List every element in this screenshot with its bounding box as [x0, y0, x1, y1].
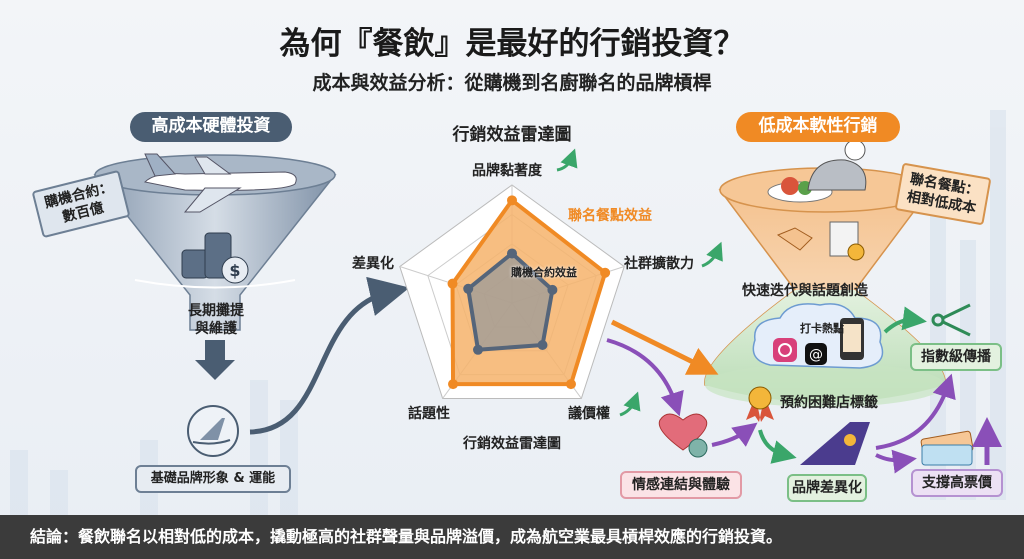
radar-series-1	[466, 250, 555, 352]
svg-text:@: @	[809, 347, 823, 363]
radar-point	[565, 379, 576, 390]
airplane-icon	[143, 153, 297, 213]
threads-icon	[805, 343, 827, 365]
radar-point	[547, 284, 558, 295]
iterate-text: 快速迭代與話題創造	[742, 283, 868, 299]
radar-point	[463, 283, 474, 294]
trend-up-icon	[556, 148, 578, 172]
base-brand-label: 基礎品牌形象 & 運能	[135, 465, 291, 493]
legend-collab-dish: 聯名餐點效益	[568, 208, 652, 224]
radar-bottom-title: 行銷效益雷達圖	[463, 436, 561, 452]
axis-label-brand-stickiness: 品牌黏著度	[472, 163, 542, 179]
heart-person-icon	[658, 413, 708, 458]
radar-point	[600, 267, 611, 278]
flow-arrow	[249, 276, 410, 435]
radar-point	[447, 278, 458, 289]
social-cloud: @	[752, 303, 884, 369]
airline-tail-icon	[187, 405, 239, 457]
radar-point	[448, 379, 459, 390]
reservation-text: 預約困難店標籤	[780, 395, 878, 411]
funnel-line: 與維護	[195, 321, 237, 337]
radar-point	[507, 248, 517, 259]
low-cost-pill: 低成本軟性行銷	[736, 112, 900, 142]
trend-up-icon	[619, 391, 641, 417]
coins-icon: $	[181, 232, 249, 284]
funnel-line: 長期攤提	[188, 303, 244, 319]
radar-chart	[399, 184, 625, 399]
airline-tail-food-icon	[800, 422, 870, 465]
radar-point	[537, 340, 548, 351]
conclusion-banner: 結論：餐飲聯名以相對低的成本，撬動極高的社群聲量與品牌溢價，成為航空業最具槓桿效…	[0, 515, 1024, 559]
legend-aircraft-contract: 購機合約效益	[511, 266, 577, 279]
ticket-icon	[920, 430, 974, 466]
down-arrow-icon	[195, 340, 235, 380]
axis-label-buzz: 話題性	[408, 406, 450, 422]
brand-differentiation-label: 品牌差異化	[787, 474, 867, 502]
medal-icon	[746, 386, 774, 422]
checkin-text: 打卡熱點	[800, 322, 844, 335]
cloche-dish-icon	[767, 139, 867, 203]
page-subtitle: 成本與效益分析：從購機到名廚聯名的品牌槓桿	[312, 72, 712, 94]
high-cost-pill: 高成本硬體投資	[130, 112, 292, 142]
share-icon	[931, 303, 971, 337]
radar-point	[473, 344, 484, 355]
instagram-icon	[773, 338, 797, 362]
page-title: 為何『餐飲』是最好的行銷投資？	[279, 26, 745, 62]
radar-point	[507, 195, 517, 206]
funnel-text: 長期攤提 與維護	[180, 302, 252, 338]
axis-label-pricing-power: 議價權	[568, 406, 610, 422]
emotional-connection-label: 情感連結與體驗	[620, 471, 742, 499]
axis-label-social-reach: 社群擴散力	[624, 256, 694, 272]
trend-up-icon	[701, 241, 723, 268]
handshake-contract-icon	[776, 221, 865, 261]
premium-fare-label: 支撐高票價	[911, 469, 1003, 497]
axis-label-differentiation: 差異化	[352, 256, 394, 272]
svg-text:$: $	[229, 261, 240, 280]
exponential-spread-label: 指數級傳播	[910, 343, 1002, 371]
radar-title: 行銷效益雷達圖	[452, 125, 572, 145]
